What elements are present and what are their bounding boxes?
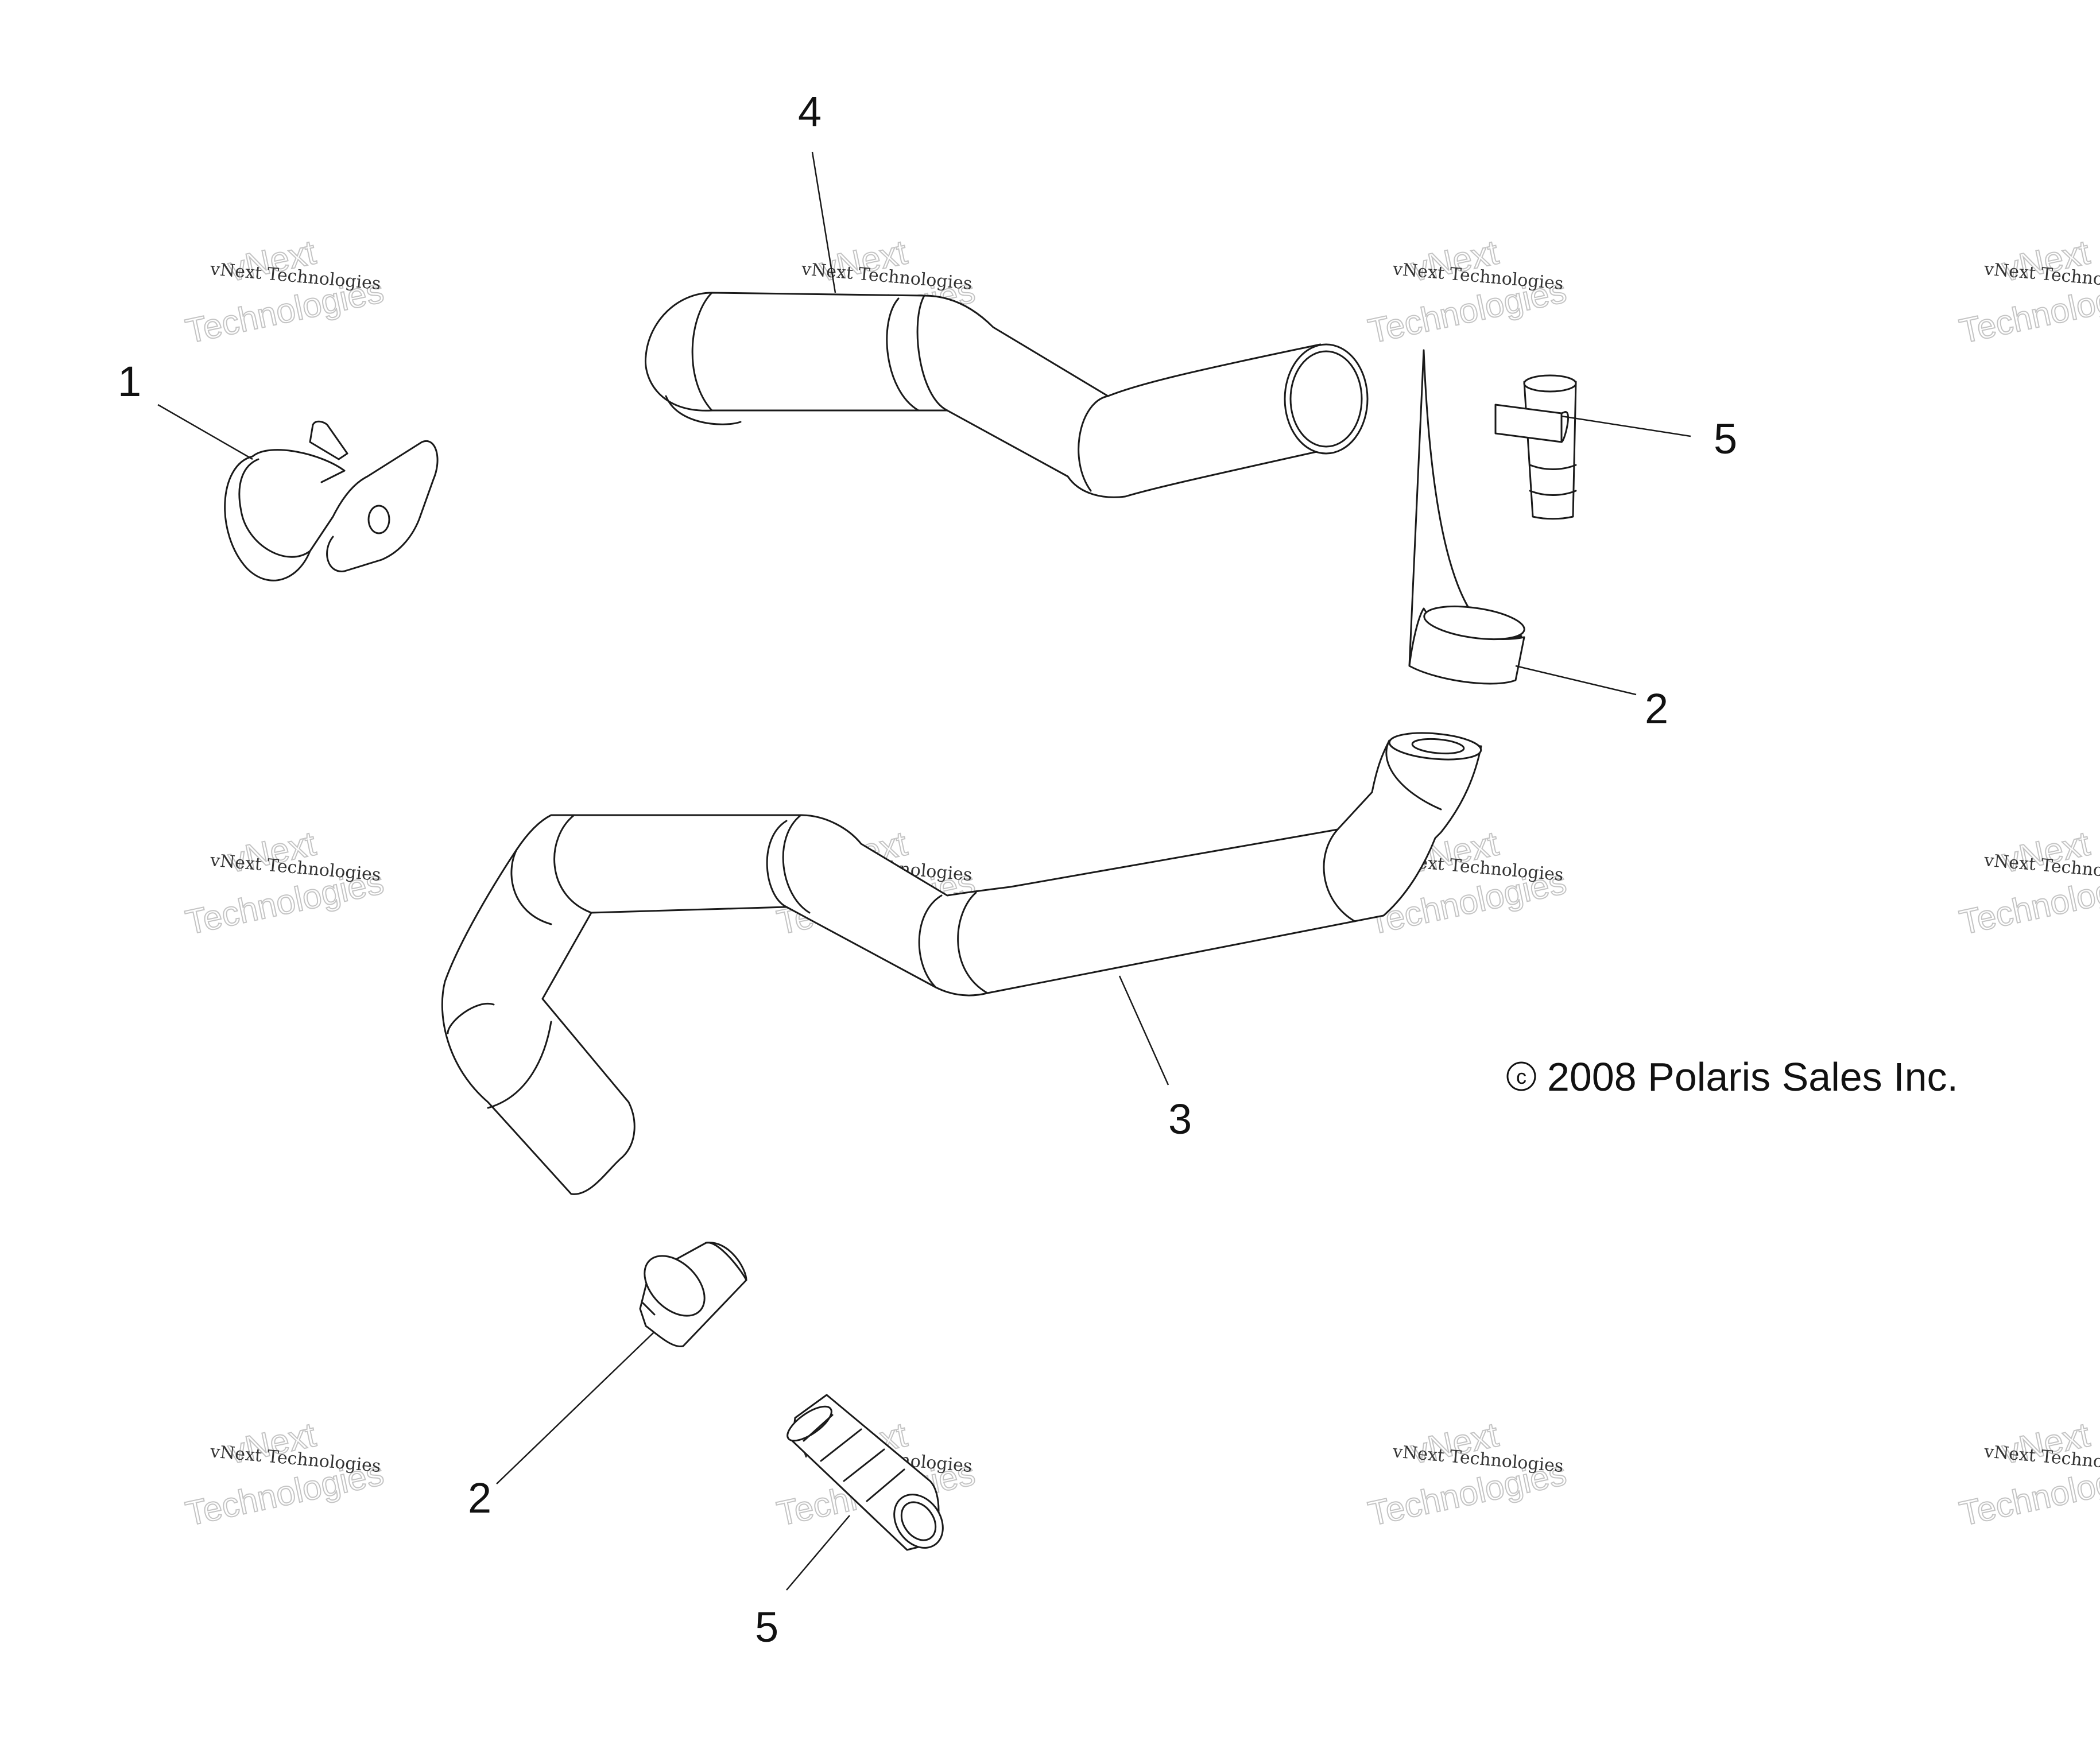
callout-fitting-top: 5 [1714,415,1737,463]
coupler-top-part [1408,349,1525,685]
fitting-top-part [1494,374,1577,520]
callout-coupler-bottom: 2 [468,1474,491,1522]
callout-clamp: 1 [118,358,141,405]
callout-fitting-bottom: 5 [755,1603,778,1651]
callout-labels: 1 4 5 2 3 2 5 [118,88,1737,1651]
lower-hose-part [441,732,1482,1195]
upper-hose-part [644,292,1369,498]
copyright-symbol-letter: c [1516,1065,1526,1088]
fitting-bottom-part [786,1394,944,1551]
leader-lines [157,152,1691,1591]
clamp-part [224,420,439,581]
copyright-symbol-icon [1506,1061,1536,1091]
coupler-bottom-part [639,1242,747,1348]
callout-upper-hose: 4 [798,88,822,135]
copyright-notice: c 2008 Polaris Sales Inc. [1506,1054,1958,1099]
callout-lower-hose: 3 [1168,1095,1192,1143]
callout-coupler-top: 2 [1645,685,1668,732]
copyright-text: 2008 Polaris Sales Inc. [1547,1054,1958,1099]
